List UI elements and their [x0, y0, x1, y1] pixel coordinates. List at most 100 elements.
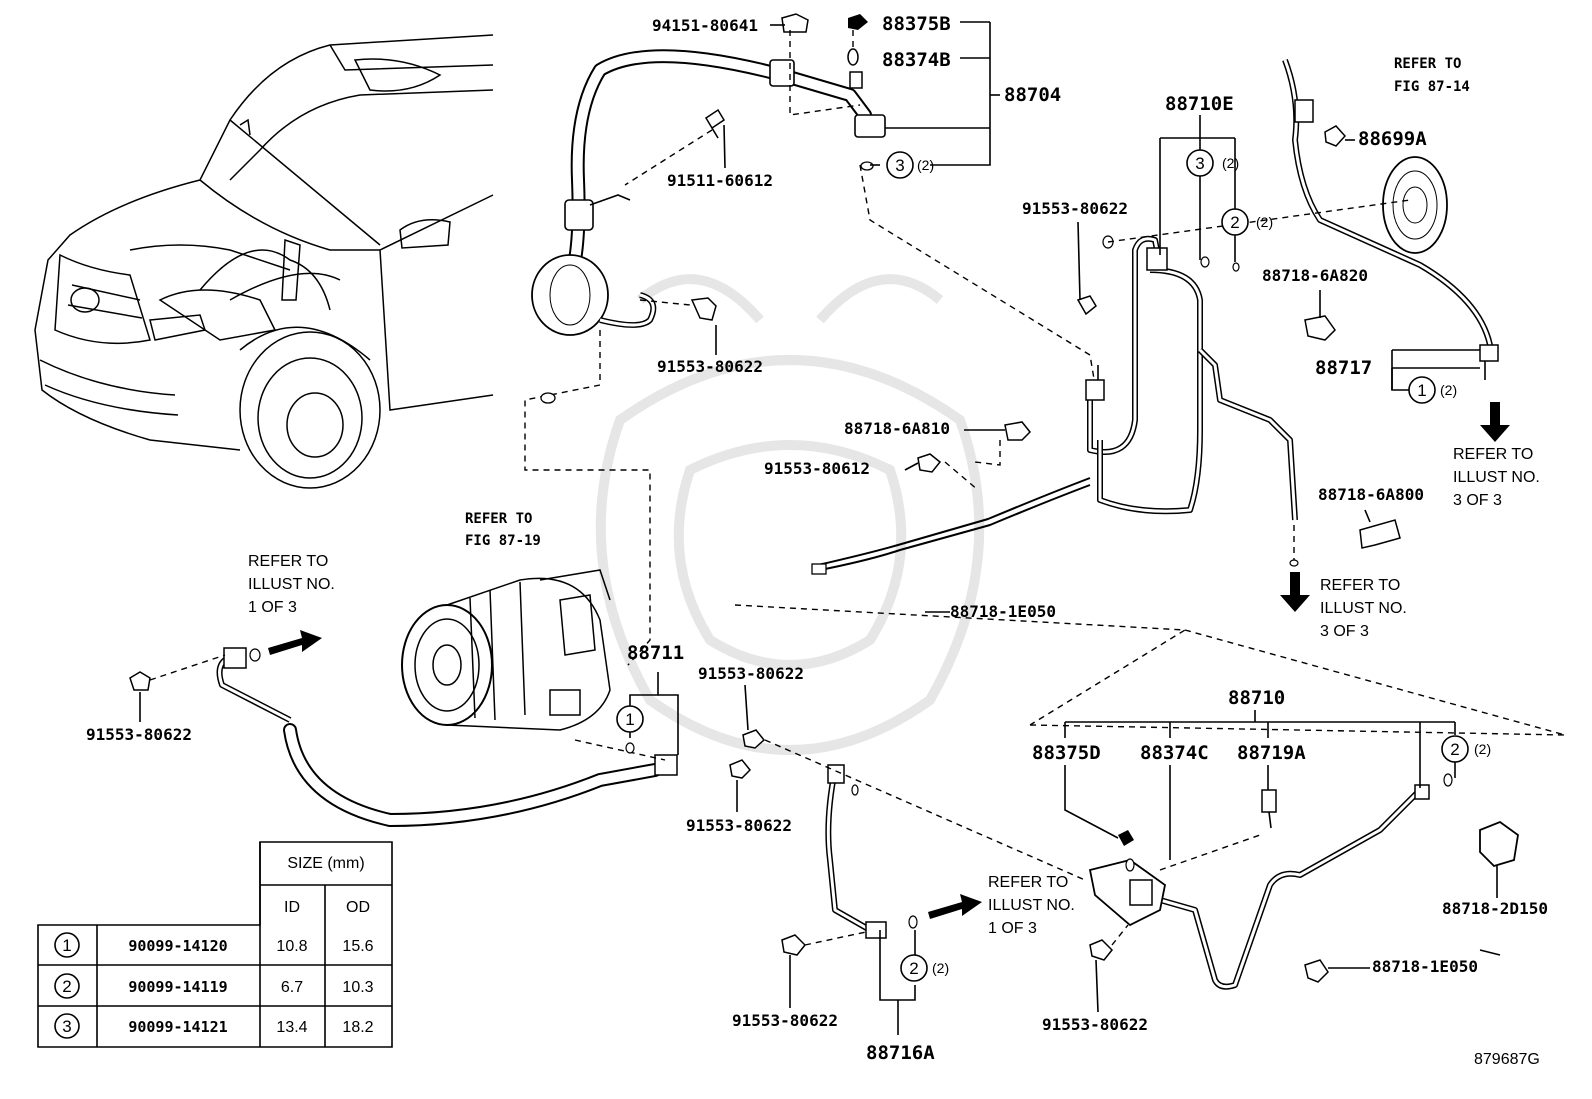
- callout-88704: 3 (2): [886, 151, 934, 179]
- label-94151-80641: 94151-80641: [652, 16, 758, 35]
- diagram-code: 879687G: [1474, 1051, 1540, 1068]
- svg-text:1: 1: [62, 936, 71, 955]
- table-col-od: OD: [346, 899, 370, 916]
- discharge-hose-88711: [129, 647, 678, 827]
- label-88718-6A820: 88718-6A820: [1262, 266, 1368, 285]
- leader-lines: [139, 21, 1501, 1035]
- svg-text:90099-14119: 90099-14119: [128, 978, 227, 996]
- pipe-88716A: [729, 729, 1086, 956]
- svg-text:15.6: 15.6: [342, 938, 373, 955]
- callout-88716A: 2 (2): [900, 954, 949, 982]
- label-88716A: 88716A: [866, 1042, 935, 1064]
- label-88718-6A800: 88718-6A800: [1318, 485, 1424, 504]
- callout-88717: 1 (2): [1408, 376, 1457, 404]
- svg-text:(2): (2): [1474, 741, 1491, 757]
- label-91511-60612: 91511-60612: [667, 171, 773, 190]
- svg-text:2: 2: [1230, 213, 1239, 232]
- refer-illust-3-right-line2: ILLUST NO.: [1453, 469, 1540, 486]
- table-row: 3 90099-14121 13.4 18.2: [54, 1013, 374, 1039]
- svg-text:(2): (2): [1222, 155, 1239, 171]
- refer-illust-1-left-line3: 1 OF 3: [248, 599, 297, 616]
- svg-text:3: 3: [62, 1017, 71, 1036]
- svg-text:1: 1: [1417, 381, 1426, 400]
- label-88718-1E050-a: 88718-1E050: [950, 602, 1056, 621]
- svg-text:2: 2: [62, 977, 71, 996]
- refer-notes: REFER TO FIG 87-14 REFER TO FIG 87-19 RE…: [248, 56, 1540, 937]
- svg-text:(2): (2): [917, 157, 934, 173]
- fittings-88704: [690, 13, 874, 321]
- refer-fig-87-19-line2: FIG 87-19: [465, 533, 541, 549]
- svg-text:3: 3: [895, 156, 904, 175]
- refer-arrows: [268, 402, 1510, 919]
- label-88375D: 88375D: [1032, 742, 1101, 764]
- label-91553-80622-cond: 91553-80622: [1022, 199, 1128, 218]
- arrow-to-illust-1-bottom: [928, 894, 982, 919]
- callout-88710E-b: 2 (2): [1221, 208, 1273, 236]
- callout-88710: 2 (2): [1441, 735, 1491, 763]
- label-88374C: 88374C: [1140, 742, 1209, 764]
- svg-text:3: 3: [1195, 154, 1204, 173]
- label-88718-1E050-b: 88718-1E050: [1372, 957, 1478, 976]
- label-88375B: 88375B: [882, 13, 951, 35]
- label-88718-6A810: 88718-6A810: [844, 419, 950, 438]
- svg-text:(2): (2): [1256, 214, 1273, 230]
- label-88374B: 88374B: [882, 49, 951, 71]
- refer-illust-3-right-line1: REFER TO: [1453, 446, 1533, 463]
- callout-88711: 1: [616, 705, 644, 733]
- label-91553-80622-comp1: 91553-80622: [698, 664, 804, 683]
- label-88710: 88710: [1228, 687, 1285, 709]
- label-91553-80622-bot2: 91553-80622: [732, 1011, 838, 1030]
- label-91553-80622-left: 91553-80622: [86, 725, 192, 744]
- label-88718-2D150: 88718-2D150: [1442, 899, 1548, 918]
- svg-text:13.4: 13.4: [276, 1019, 307, 1036]
- table-col-id: ID: [284, 899, 300, 916]
- refer-fig-87-19-line1: REFER TO: [465, 511, 532, 527]
- refer-illust-3-right-line3: 3 OF 3: [1453, 492, 1502, 509]
- svg-text:2: 2: [1450, 740, 1459, 759]
- table-row: 2 90099-14119 6.7 10.3: [54, 973, 374, 999]
- refer-illust-1-bottom-line3: 1 OF 3: [988, 920, 1037, 937]
- refer-illust-1-left-line1: REFER TO: [248, 553, 328, 570]
- vehicle-illustration: [34, 34, 494, 489]
- svg-text:90099-14121: 90099-14121: [128, 1018, 227, 1036]
- svg-text:2: 2: [909, 959, 918, 978]
- table-row: 1 90099-14120 10.8 15.6: [54, 932, 374, 958]
- svg-text:(2): (2): [932, 960, 949, 976]
- svg-text:18.2: 18.2: [342, 1019, 373, 1036]
- refer-illust-3-mid-line3: 3 OF 3: [1320, 623, 1369, 640]
- table-size-header: SIZE (mm): [287, 855, 364, 872]
- part-labels: 94151-80641 88375B 88374B 88704 91511-60…: [86, 13, 1548, 1068]
- refer-illust-3-mid-line2: ILLUST NO.: [1320, 600, 1407, 617]
- arrow-to-illust-1-left: [268, 630, 322, 655]
- oring-size-table: SIZE (mm) ID OD 1 90099-14120 10.8 15.6 …: [37, 841, 393, 1048]
- label-91553-80612: 91553-80612: [764, 459, 870, 478]
- guide-lines-top: [524, 30, 1096, 666]
- svg-text:(2): (2): [1440, 382, 1457, 398]
- refer-fig-87-14-line2: FIG 87-14: [1394, 79, 1470, 95]
- liquid-line-88710: [734, 604, 1566, 990]
- refer-fig-87-14-line1: REFER TO: [1394, 56, 1461, 72]
- watermark-emblem: [595, 274, 985, 755]
- arrow-to-illust-3-mid: [1280, 572, 1310, 612]
- label-91553-80622-bot1: 91553-80622: [1042, 1015, 1148, 1034]
- label-88711: 88711: [627, 642, 684, 664]
- callout-88710E-a: 3 (2): [1186, 149, 1239, 177]
- label-88717: 88717: [1315, 357, 1372, 379]
- refer-illust-1-bottom-line1: REFER TO: [988, 874, 1068, 891]
- arrow-to-illust-3-right: [1480, 402, 1510, 442]
- compressor: [401, 569, 611, 731]
- svg-text:1: 1: [625, 710, 634, 729]
- refer-illust-1-left-line2: ILLUST NO.: [248, 576, 335, 593]
- label-88704: 88704: [1004, 84, 1061, 106]
- condenser-pipes-88710E: [811, 58, 1499, 575]
- refer-illust-1-bottom-line2: ILLUST NO.: [988, 897, 1075, 914]
- svg-text:6.7: 6.7: [281, 979, 303, 996]
- suction-hose-88704: [531, 49, 886, 336]
- svg-text:10.3: 10.3: [342, 979, 373, 996]
- label-88699A: 88699A: [1358, 128, 1427, 150]
- label-88710E: 88710E: [1165, 93, 1234, 115]
- svg-text:90099-14120: 90099-14120: [128, 937, 227, 955]
- label-88719A: 88719A: [1237, 742, 1306, 764]
- label-91553-80622-top: 91553-80622: [657, 357, 763, 376]
